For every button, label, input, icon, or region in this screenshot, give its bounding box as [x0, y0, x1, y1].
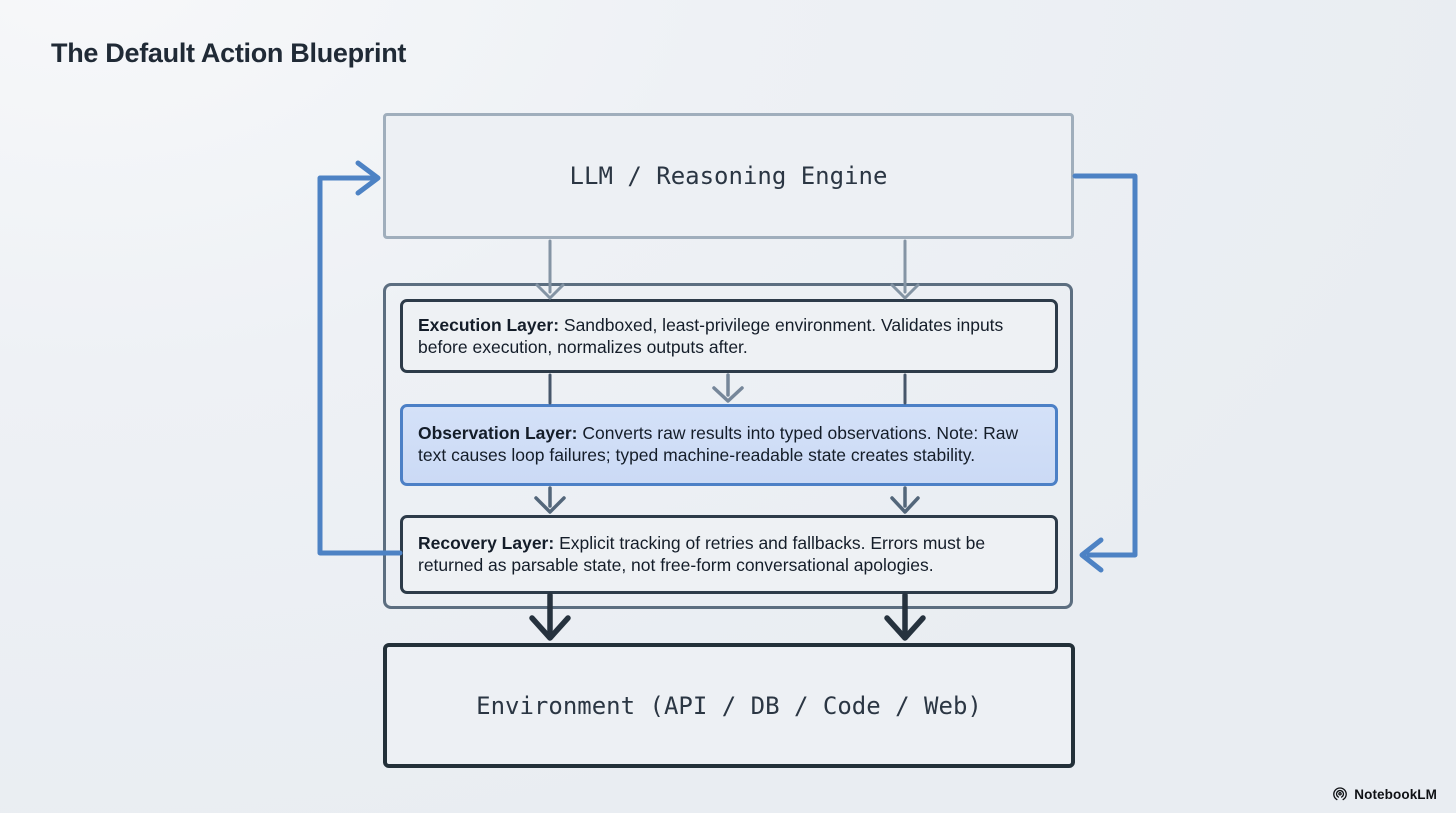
environment-box: Environment (API / DB / Code / Web) — [383, 643, 1075, 768]
layer-observation-name: Observation Layer: — [418, 423, 578, 443]
layer-recovery-name: Recovery Layer: — [418, 533, 555, 553]
notebooklm-label: NotebookLM — [1354, 786, 1437, 802]
loop-llm-to-recovery — [1072, 173, 1138, 573]
environment-box-label: Environment (API / DB / Code / Web) — [476, 691, 982, 720]
llm-box-label: LLM / Reasoning Engine — [569, 162, 888, 190]
page-title: The Default Action Blueprint — [51, 38, 407, 68]
llm-reasoning-engine-box: LLM / Reasoning Engine — [383, 113, 1074, 239]
layer-observation: Observation Layer: Converts raw results … — [400, 404, 1058, 486]
layer-execution: Execution Layer: Sandboxed, least-privil… — [400, 299, 1058, 373]
notebooklm-icon — [1333, 787, 1348, 801]
layer-observation-description: Converts raw results into typed observat… — [418, 423, 1019, 466]
layer-execution-name: Execution Layer: — [418, 315, 560, 335]
layer-recovery: Recovery Layer: Explicit tracking of ret… — [400, 515, 1058, 594]
layer-execution-description: Sandboxed, least-privilege environment. … — [418, 315, 1004, 358]
notebooklm-badge: NotebookLM — [1332, 786, 1437, 802]
layer-recovery-description: Explicit tracking of retries and fallbac… — [418, 533, 986, 576]
